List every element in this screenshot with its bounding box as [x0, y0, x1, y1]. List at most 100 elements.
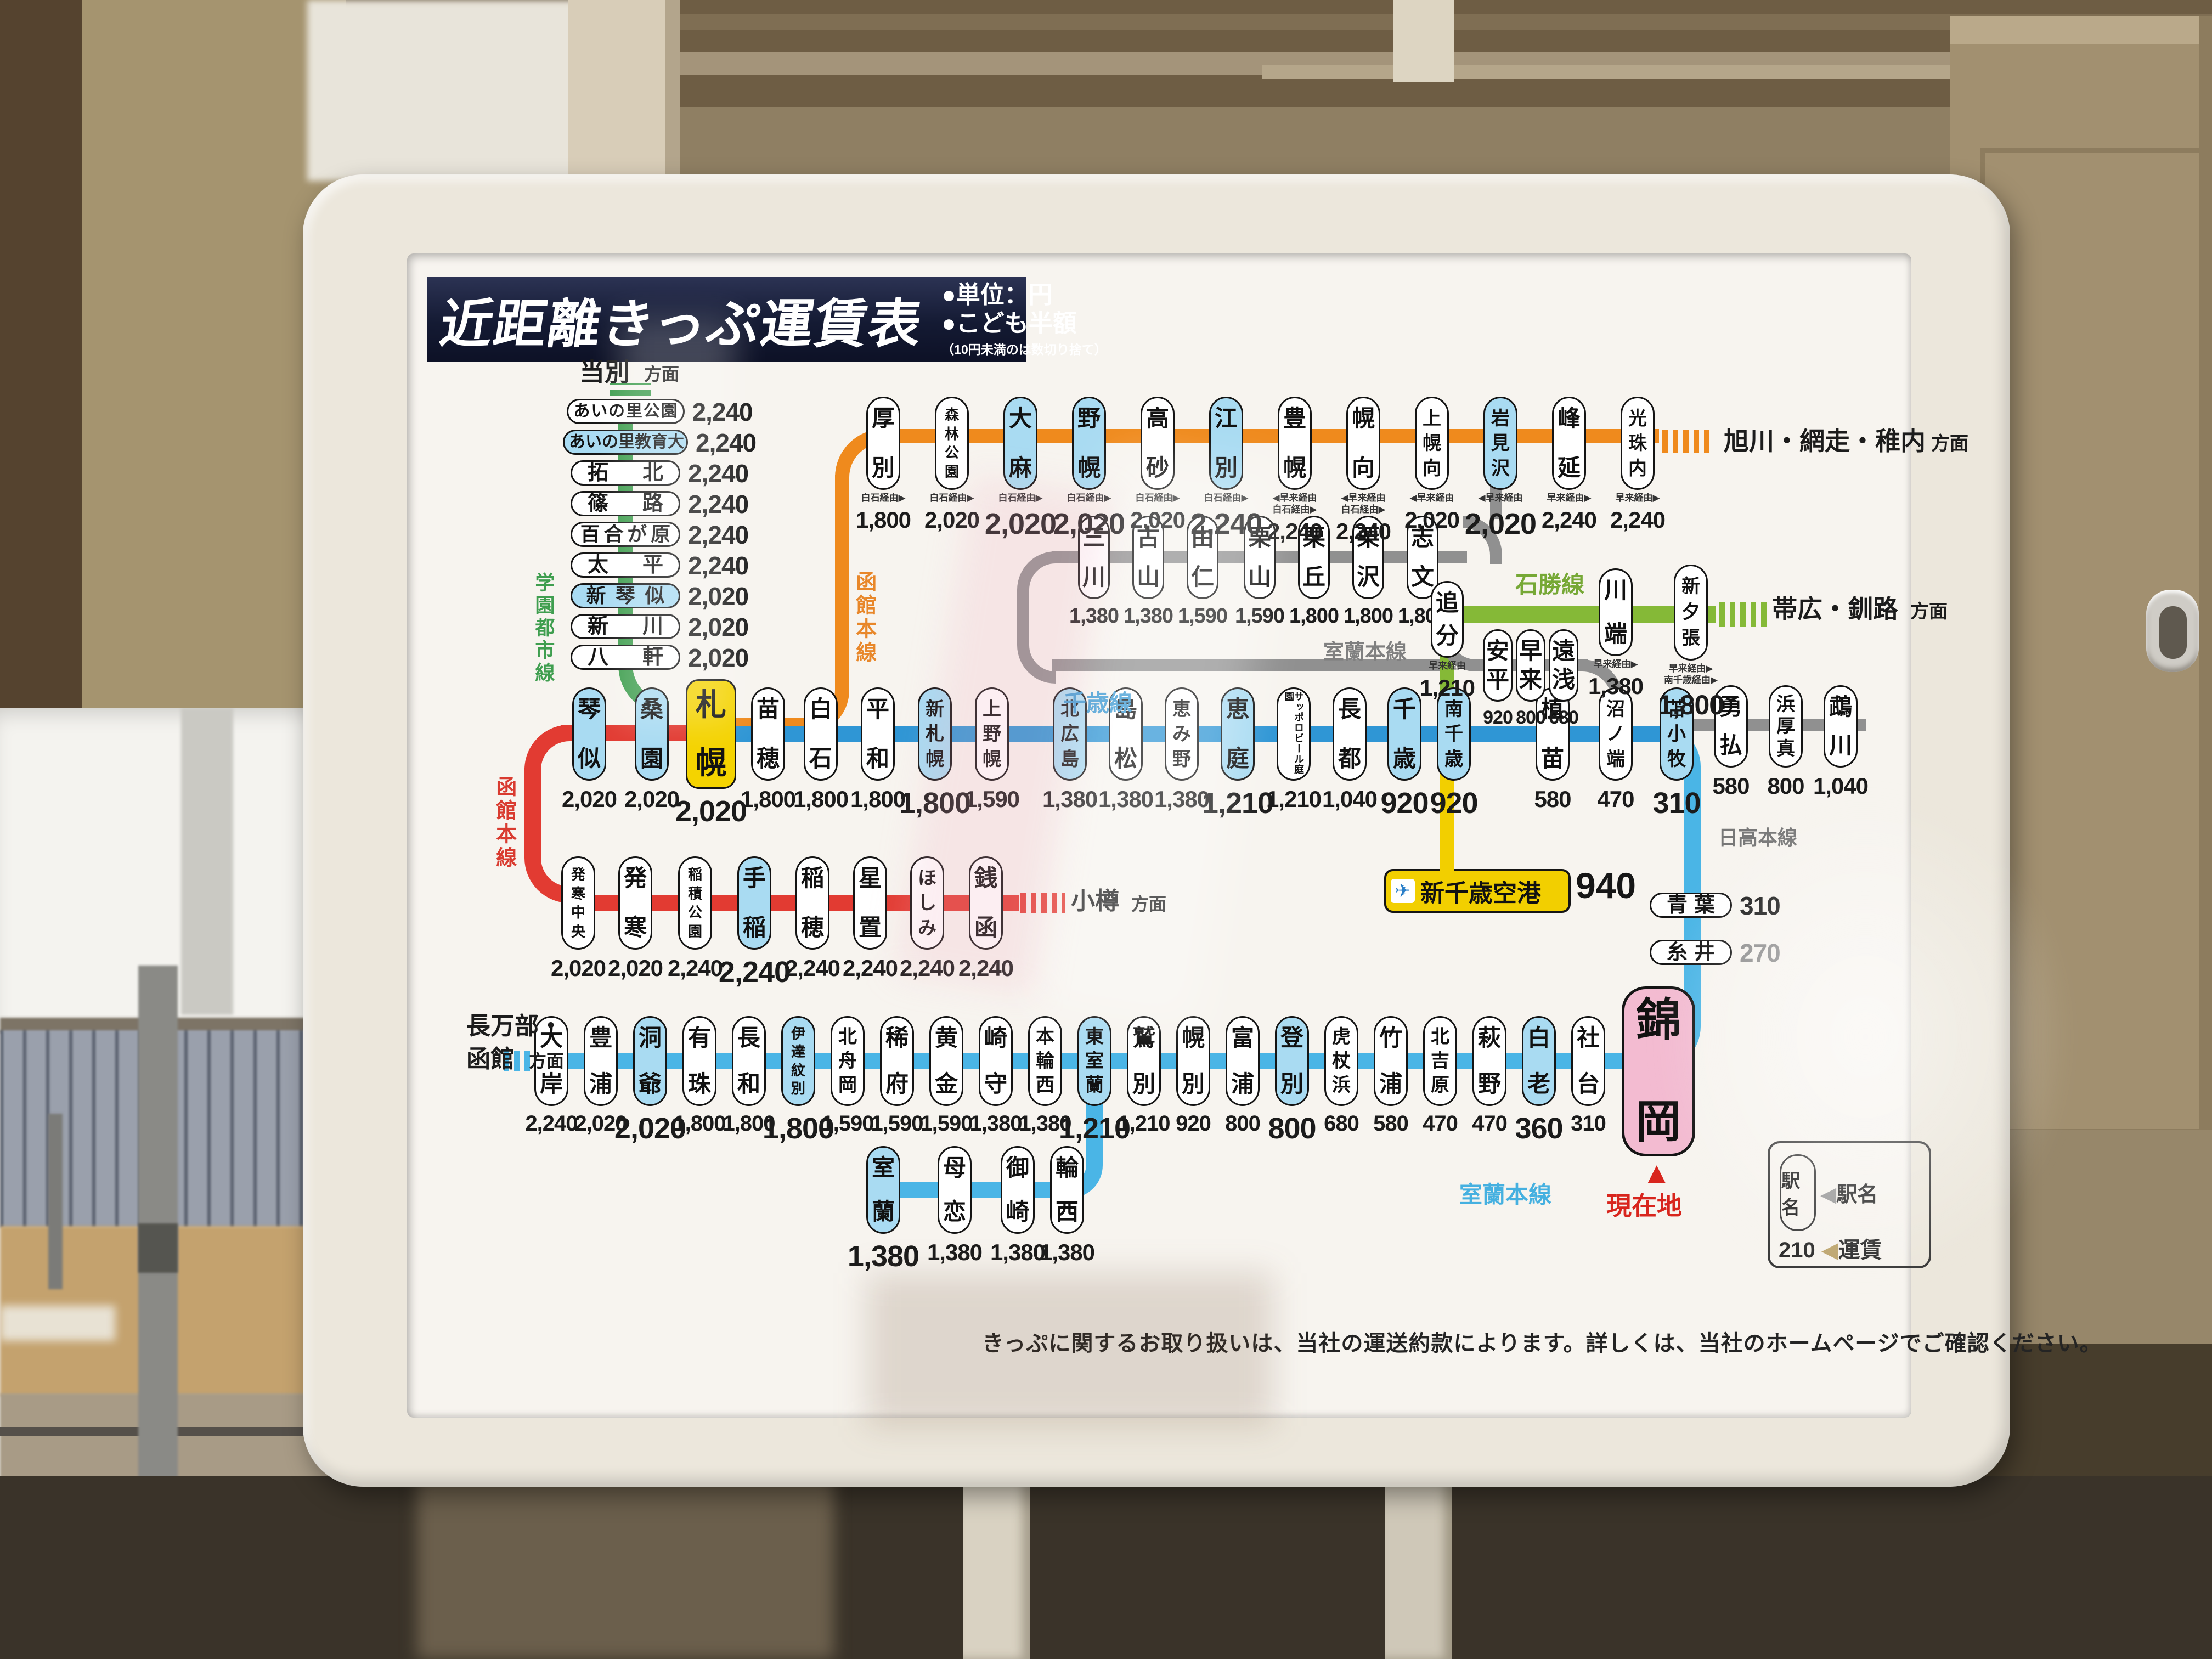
station-name-char: 洞	[638, 1025, 662, 1051]
station-name-char: 新	[586, 584, 606, 607]
station: 三川	[1078, 516, 1110, 599]
fare-value: 1,590	[920, 1111, 973, 1136]
station: 高砂	[1141, 397, 1175, 490]
via-note: 白石経由▶	[929, 493, 974, 503]
fare-value: 680	[1549, 707, 1579, 728]
station-name-char: 恵	[1226, 696, 1249, 722]
station: 千歳	[1387, 687, 1421, 781]
station-name-char: 御	[1006, 1155, 1029, 1181]
station-name-char: 早	[1519, 638, 1542, 664]
fare-value: 1,380	[990, 1239, 1046, 1265]
station: 栗山	[1244, 516, 1276, 599]
pole-band	[138, 1223, 178, 1273]
fare-value: 1,800	[723, 1111, 775, 1136]
station-name-char: 川	[1604, 577, 1627, 603]
station-name-char: 公	[687, 904, 702, 921]
station-name-char: 江	[1214, 405, 1238, 431]
fare-value: 2,020	[1464, 507, 1537, 540]
station-name-char: 歳	[1392, 746, 1416, 771]
station: 洞爺	[633, 1016, 667, 1106]
station-name-char: 蘭	[1085, 1075, 1104, 1096]
left-wall	[71, 0, 346, 823]
station-name-char: 見	[1491, 433, 1510, 454]
station-name-char: 幌	[696, 746, 726, 780]
fare-value: 1,800	[899, 787, 971, 820]
map-label: 方面	[529, 1051, 565, 1071]
airport-station-box: ✈ 新千歳空港	[1384, 869, 1571, 913]
fare-value: 1,380	[1123, 605, 1173, 628]
station-name-char: 置	[858, 915, 882, 940]
line-segment	[1052, 659, 1443, 672]
station-name-char: 野	[1172, 748, 1191, 770]
station: 豊浦	[584, 1016, 618, 1106]
station-name-char: 岡	[1635, 1097, 1681, 1147]
title-notes: ●単位：円 ●こども半額 （10円未満のは数切り捨て）	[941, 281, 1107, 358]
station-name-char: 平	[642, 554, 663, 577]
map-label: 現在地	[1606, 1192, 1682, 1220]
station-name-char: 達	[791, 1043, 805, 1060]
fare-value: 1,380	[1154, 786, 1210, 812]
station: 野幌	[1072, 397, 1106, 490]
station: 勇払	[1714, 685, 1748, 768]
via-note: 白石経由▶	[1135, 493, 1180, 503]
fare-value: 1,210	[1266, 786, 1322, 812]
station: 伊達紋別	[781, 1016, 815, 1106]
legend-box: 駅名 ◀駅名 210 ◀運賃	[1768, 1141, 1931, 1268]
station-name-char: 台	[1576, 1071, 1600, 1097]
station: 遠浅	[1549, 629, 1578, 702]
via-note: 早来経由▶	[1547, 493, 1592, 503]
station-name-char: 庭	[1226, 746, 1249, 771]
station: 浜厚真	[1769, 685, 1803, 768]
station-name-char: 中	[571, 904, 585, 921]
station-name-char: 岸	[539, 1071, 563, 1097]
cabinet-edge	[2199, 16, 2212, 1147]
station-name-char: 内	[1628, 458, 1647, 479]
fare-value: 270	[1740, 939, 1781, 967]
line-continuation-hatch	[1719, 602, 1768, 627]
station-name-char: 恋	[943, 1199, 966, 1224]
legend-station-oval: 駅名	[1780, 1154, 1816, 1231]
fare-value: 2,240	[718, 956, 791, 989]
station: 銭函	[969, 856, 1003, 950]
station: 稀府	[880, 1016, 914, 1106]
station: 輪西	[1050, 1146, 1084, 1234]
line-segment	[1457, 606, 1716, 623]
station: 栗沢	[1352, 516, 1384, 599]
floor	[0, 1476, 2212, 1659]
fare-value: 2,240	[525, 1111, 578, 1136]
map-label: 室蘭本線	[1459, 1182, 1552, 1207]
fare-value: 580	[1534, 786, 1571, 812]
fare-value: 2,240	[1610, 507, 1666, 533]
station-name-char: 軒	[642, 646, 663, 669]
station-name-char: 教	[635, 433, 651, 451]
fare-value: 2,020	[607, 955, 663, 981]
map-layer: 近距離きっぷ運賃表 ●単位：円 ●こども半額 （10円未満のは数切り捨て） ✈ …	[417, 257, 2102, 1418]
station-name-char: 原	[651, 523, 671, 545]
station-name-char: 吉	[1431, 1051, 1449, 1071]
station-name-char: 新	[1681, 576, 1700, 597]
station-name-char: 穂	[756, 746, 780, 771]
station: 幌別	[1176, 1016, 1210, 1106]
station-name-char: 八	[588, 646, 609, 669]
station-name-char: 別	[1214, 455, 1238, 481]
station-name-char: 苫	[1667, 698, 1686, 720]
station-name-char: 山	[1136, 564, 1160, 590]
station: 新夕張	[1674, 564, 1708, 661]
station-name-char: 浦	[1231, 1071, 1254, 1097]
station-name-char: 別	[1181, 1071, 1205, 1097]
station-name-char: 厚	[1776, 716, 1795, 737]
station: 栗丘	[1298, 516, 1330, 599]
station: 登別	[1275, 1016, 1309, 1106]
station: 苗穂	[751, 687, 785, 781]
station-name-char: 井	[1694, 941, 1715, 964]
station-name-char: 丘	[1302, 564, 1325, 590]
station: 苫小牧	[1660, 687, 1694, 781]
station: 上幌向	[1415, 397, 1449, 490]
child-note: ●こども半額	[941, 310, 1077, 337]
legend-fare-sample: 210	[1779, 1238, 1815, 1262]
station: 発寒中央	[561, 856, 595, 950]
station-name-char: 星	[858, 865, 882, 891]
station-name-char: し	[918, 893, 936, 913]
station: 森林公園	[935, 397, 969, 490]
fare-value: 2,240	[688, 490, 749, 518]
